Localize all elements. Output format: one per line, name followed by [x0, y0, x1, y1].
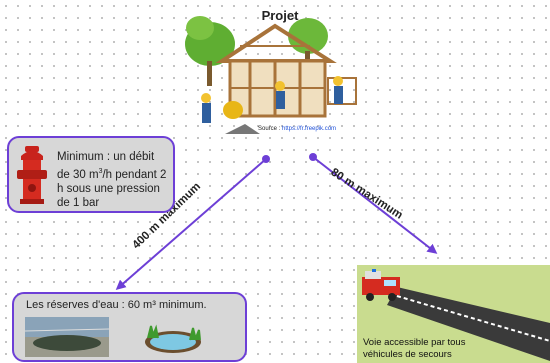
hydrant-requirement-card: Minimum : un débit de 30 m3/h pendant 2 … — [7, 136, 175, 213]
image-source-credit: Source : https://fr.freepik.com — [258, 126, 336, 132]
construction-illustration — [185, 16, 357, 134]
hydrant-line-3: h sous une pression — [57, 182, 160, 195]
water-bladder-photo — [25, 317, 109, 357]
water-reserve-card: Les réserves d'eau : 60 m³ minimum. — [12, 292, 247, 362]
water-reserve-text: Les réserves d'eau : 60 m³ minimum. — [26, 299, 207, 311]
source-label: Source : — [258, 126, 283, 132]
hydrant-line-2: de 30 m3/h pendant 2 — [57, 167, 167, 181]
source-link[interactable]: https://fr.freepik.com — [282, 126, 337, 132]
road-illustration — [387, 287, 550, 361]
hydrant-line-4: de 1 bar — [57, 197, 100, 210]
hydrant-line-1: Minimum : un débit — [57, 151, 155, 163]
pond-icon — [145, 324, 201, 353]
project-title: Projet — [261, 8, 299, 23]
fire-hydrant-icon — [17, 146, 47, 204]
arrow-to-access-road — [312, 156, 438, 254]
access-road-text: Voie accessible par tous véhicules de se… — [363, 337, 466, 360]
access-road-card: Voie accessible par tous véhicules de se… — [357, 265, 550, 363]
arrow-to-reserve — [115, 158, 267, 290]
hydrant-requirement-text: Minimum : un débit de 30 m3/h pendant 2 … — [57, 150, 175, 211]
fire-truck-icon — [362, 269, 400, 301]
